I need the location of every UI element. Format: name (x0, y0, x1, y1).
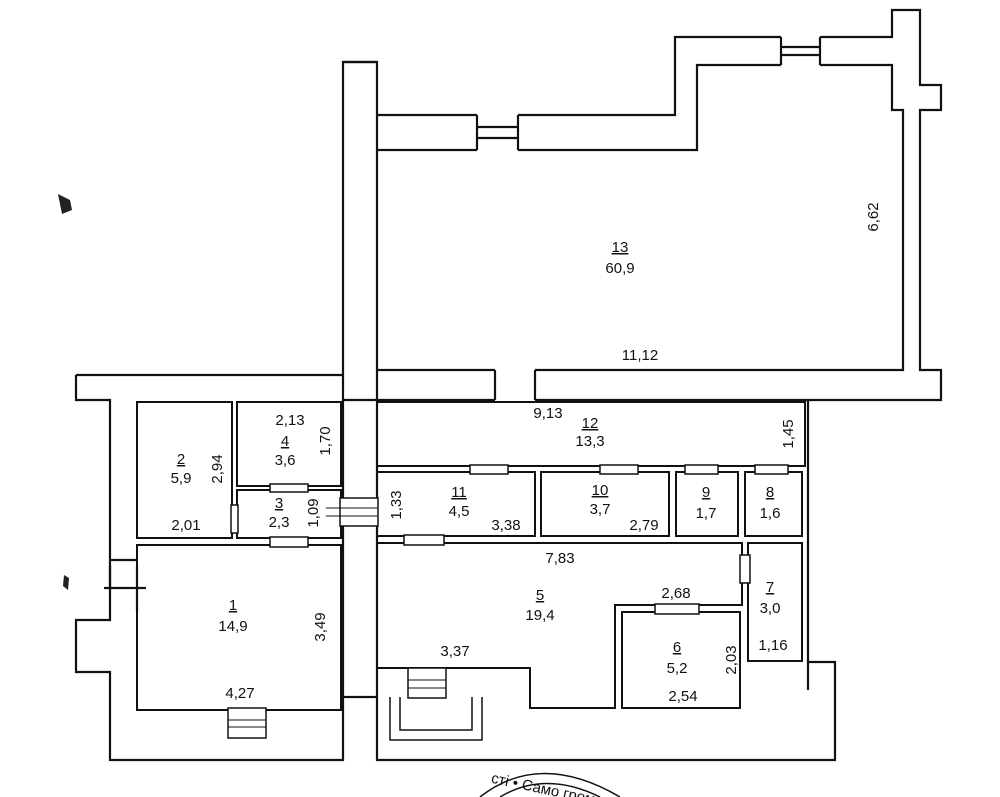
door-5-11 (403, 534, 445, 546)
wall-left-upper (76, 60, 379, 402)
room-8 (744, 471, 803, 537)
room-11-area: 4,5 (449, 503, 470, 520)
room-4-number: 4 (281, 433, 289, 450)
margin-mark-1 (58, 194, 72, 214)
room-1-number: 1 (229, 597, 237, 614)
door-1-3 (269, 536, 309, 548)
dim-913: 9,13 (533, 405, 562, 422)
door-10-12 (599, 464, 639, 475)
room-2-number: 2 (177, 451, 185, 468)
entrance-steps (389, 697, 483, 741)
room-10-area: 3,7 (590, 501, 611, 518)
dim-337: 3,37 (440, 643, 469, 660)
dim-427: 4,27 (225, 685, 254, 702)
room-7 (747, 542, 803, 662)
room-13-area: 60,9 (605, 260, 634, 277)
wall-bottom-left (74, 560, 345, 762)
room-7-number: 7 (766, 579, 774, 596)
door-8-12 (754, 464, 789, 475)
room-10-number: 10 (592, 482, 609, 499)
wall-room13-outer (377, 8, 943, 402)
room-13-number: 13 (612, 239, 629, 256)
dim-349: 3,49 (312, 612, 329, 641)
room-1-area: 14,9 (218, 618, 247, 635)
dim-662: 6,62 (865, 202, 882, 231)
dim-170: 1,70 (317, 426, 334, 455)
door-9-12 (684, 464, 719, 475)
room-3-number: 3 (275, 495, 283, 512)
dim-145: 1,45 (780, 419, 797, 448)
room-4-area: 3,6 (275, 452, 296, 469)
room-8-number: 8 (766, 484, 774, 501)
window-left (104, 566, 146, 612)
room-2-area: 5,9 (171, 470, 192, 487)
room-3-area: 2,3 (269, 514, 290, 531)
dim-109: 1,09 (305, 498, 322, 527)
dim-133: 1,33 (388, 490, 405, 519)
wall-right (375, 400, 837, 762)
room-5-number: 5 (536, 587, 544, 604)
room-9-area: 1,7 (696, 505, 717, 522)
room-6-area: 5,2 (667, 660, 688, 677)
room-11-number: 11 (451, 484, 467, 501)
window-1-bottom (227, 707, 267, 739)
door-5-7 (739, 554, 751, 584)
room-9-number: 9 (702, 484, 710, 501)
door-13-12 (493, 370, 537, 400)
room-6-number: 6 (673, 639, 681, 656)
window-top-2 (779, 37, 822, 65)
dim-268: 2,68 (661, 585, 690, 602)
door-2-3 (230, 504, 239, 534)
dim-1112: 11,12 (622, 347, 658, 364)
dim-254: 2,54 (668, 688, 697, 705)
room-12 (376, 401, 806, 467)
door-5-6 (654, 603, 700, 615)
dim-279: 2,79 (629, 517, 658, 534)
door-3-11 (339, 497, 379, 527)
door-3-4 (269, 483, 309, 493)
door-11-12 (469, 464, 509, 475)
stamp-arc-outer (479, 772, 621, 797)
room-2 (136, 401, 233, 539)
room-9 (675, 471, 739, 537)
window-bottom-5 (407, 667, 447, 699)
room-12-area: 13,3 (575, 433, 604, 450)
room-12-number: 12 (582, 415, 599, 432)
dim-201: 2,01 (171, 517, 200, 534)
room-5-area: 19,4 (525, 607, 554, 624)
wall-room13-inner (377, 63, 905, 372)
dim-116: 1,16 (758, 637, 787, 654)
room-8-area: 1,6 (760, 505, 781, 522)
dim-213: 2,13 (275, 412, 304, 429)
margin-mark-2 (63, 575, 69, 590)
dim-203: 2,03 (723, 645, 740, 674)
dim-338: 3,38 (491, 517, 520, 534)
dim-783: 7,83 (545, 550, 574, 567)
room-7-area: 3,0 (760, 600, 781, 617)
dim-294: 2,94 (209, 454, 226, 483)
window-top-1 (475, 115, 520, 150)
